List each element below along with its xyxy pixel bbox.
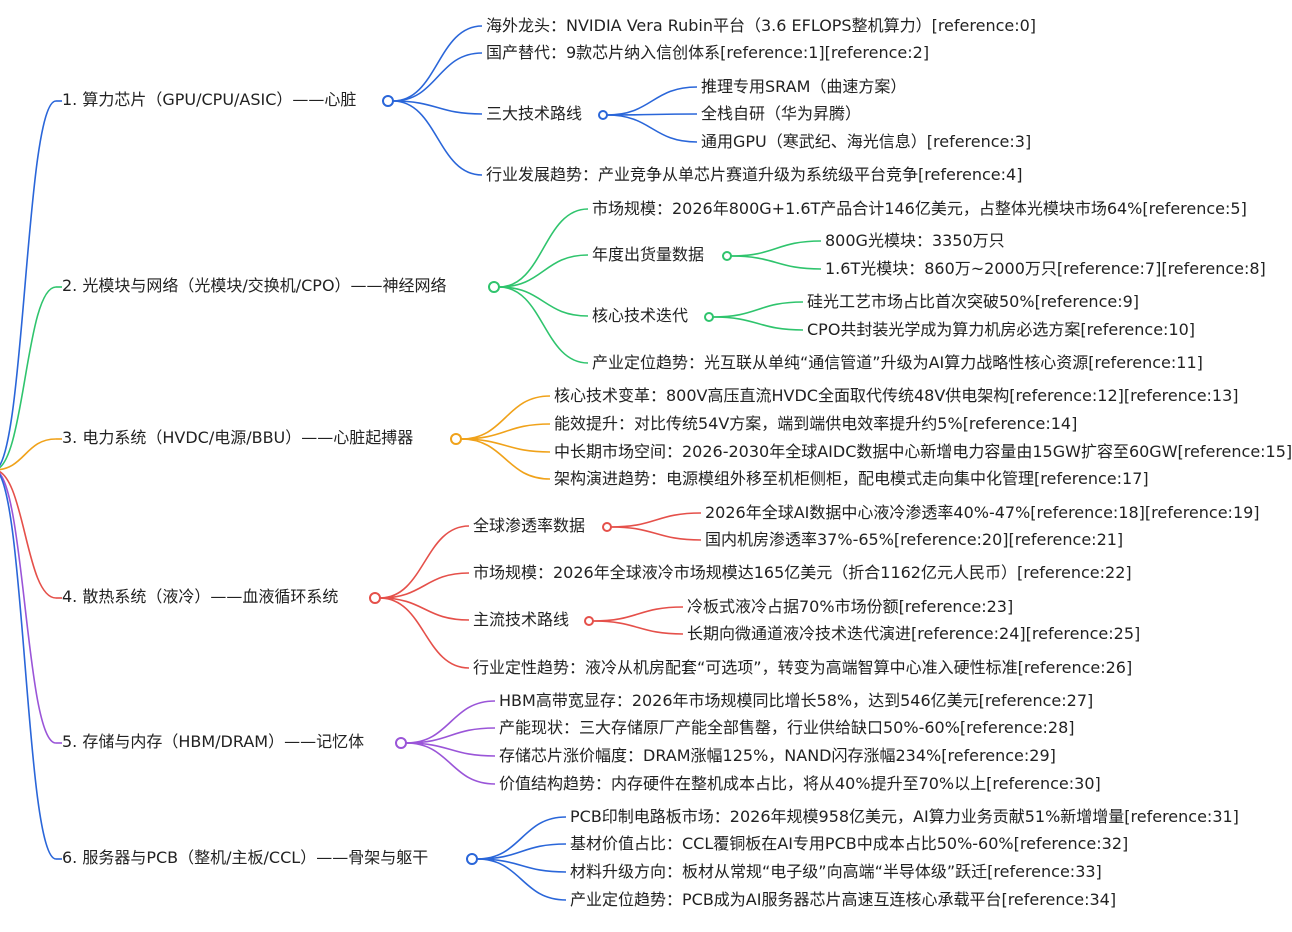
branch-2-sub-2[interactable]: 1.6T光模块：860万~2000万只[reference:7][referen…	[825, 259, 1266, 278]
branch-4-item-2[interactable]: 市场规模：2026年全球液冷市场规模达165亿美元（折合1162亿元人民币）[r…	[473, 563, 1132, 582]
b5-link-1	[405, 700, 496, 744]
branch-3-item-1[interactable]: 核心技术变革：800V高压直流HVDC全面取代传统48V供电架构[referen…	[554, 386, 1239, 405]
b3-link-4	[460, 438, 551, 480]
branch-2-label[interactable]: 2. 光模块与网络（光模块/交换机/CPO）——神经网络	[62, 276, 447, 295]
branch-6-label[interactable]: 6. 服务器与PCB（整机/主板/CCL）——骨架与躯干	[62, 848, 429, 867]
branch-4-item-1-collapse-dot[interactable]	[602, 522, 612, 532]
branch-3-item-4[interactable]: 架构演进趋势：电源模组外移至机柜侧柜，配电模式走向集中化管理[reference…	[554, 469, 1149, 488]
b4-sub-link-2	[610, 526, 702, 541]
branch-1-sub-1[interactable]: 推理专用SRAM（曲速方案）	[701, 77, 907, 96]
b2-link-4	[498, 286, 589, 364]
branch-1-collapse-dot[interactable]	[382, 95, 394, 107]
branch-2-collapse-dot[interactable]	[488, 281, 500, 293]
b1-sub-link-3	[606, 114, 698, 143]
root-to-branch-4	[0, 470, 57, 599]
branch-1-item-4[interactable]: 行业发展趋势：产业竞争从单芯片赛道升级为系统级平台竞争[reference:4]	[486, 165, 1023, 184]
branch-5-collapse-dot[interactable]	[395, 737, 407, 749]
branch-1-item-2[interactable]: 国产替代：9款芯片纳入信创体系[reference:1][reference:2…	[486, 43, 930, 62]
branch-6-item-1[interactable]: PCB印制电路板市场：2026年规模958亿美元，AI算力业务贡献51%新增增量…	[570, 807, 1239, 826]
b4-sub-link-1	[610, 512, 702, 528]
b4-sub-link-4	[592, 620, 684, 635]
root-to-branch-2	[0, 286, 57, 469]
b1-sub-link-1	[606, 86, 698, 116]
branch-3-item-3[interactable]: 中长期市场空间：2026-2030年全球AIDC数据中心新增电力容量由15GW扩…	[554, 442, 1292, 461]
branch-1-item-3-collapse-dot[interactable]	[598, 110, 608, 120]
b2-link-3	[498, 286, 589, 317]
mind-map: 1. 算力芯片（GPU/CPU/ASIC）——心脏 海外龙头：NVIDIA Ve…	[0, 16, 1292, 909]
root-to-branch-6	[0, 474, 57, 860]
b2-link-2	[498, 254, 589, 288]
branch-3-label[interactable]: 3. 电力系统（HVDC/电源/BBU）——心脏起搏器	[62, 428, 414, 447]
b6-link-2	[476, 843, 567, 860]
b4-link-1	[379, 525, 470, 599]
b6-link-4	[476, 858, 567, 901]
branch-4-collapse-dot[interactable]	[369, 592, 381, 604]
b1-link-1	[392, 25, 483, 102]
b1-link-2	[392, 52, 483, 102]
b2-sub-link-2	[730, 255, 822, 270]
branch-2-item-3[interactable]: 核心技术迭代	[592, 306, 689, 325]
branch-5-item-2[interactable]: 产能现状：三大存储原厂产能全部售罄，行业供给缺口50%-60%[referenc…	[499, 718, 1075, 737]
branch-4-sub-3[interactable]: 冷板式液冷占据70%市场份额[reference:23]	[687, 597, 1014, 616]
branch-1-item-3[interactable]: 三大技术路线	[486, 104, 583, 123]
branch-1-sub-3[interactable]: 通用GPU（寒武纪、海光信息）[reference:3]	[701, 132, 1032, 151]
branch-4-sub-1[interactable]: 2026年全球AI数据中心液冷渗透率40%-47%[reference:18][…	[705, 503, 1260, 522]
branch-4-item-3[interactable]: 主流技术路线	[473, 610, 570, 629]
branch-1-sub-2[interactable]: 全栈自研（华为昇腾）	[701, 104, 862, 123]
b4-link-4	[379, 597, 470, 669]
root-to-branch-3	[0, 438, 57, 471]
b4-sub-link-3	[592, 606, 684, 622]
branch-4-label[interactable]: 4. 散热系统（液冷）——血液循环系统	[62, 587, 339, 606]
branch-4-sub-2[interactable]: 国内机房渗透率37%-65%[reference:20][reference:2…	[705, 530, 1124, 549]
b2-link-1	[498, 208, 589, 288]
root-to-branch-5	[0, 472, 57, 744]
b2-sub-link-1	[730, 240, 822, 257]
branch-5-item-1[interactable]: HBM高带宽显存：2026年市场规模同比增长58%，达到546亿美元[refer…	[499, 691, 1094, 710]
b1-link-4	[392, 100, 483, 176]
branch-6-item-3[interactable]: 材料升级方向：板材从常规“电子级”向高端“半导体级”跃迁[reference:3…	[570, 862, 1102, 881]
connector-lines	[0, 25, 822, 901]
b2-sub-link-3	[712, 301, 804, 318]
branch-2-sub-4[interactable]: CPO共封装光学成为算力机房必选方案[reference:10]	[807, 320, 1196, 339]
branch-2-sub-1[interactable]: 800G光模块：3350万只	[825, 231, 1005, 250]
branch-5-item-3[interactable]: 存储芯片涨价幅度：DRAM涨幅125%，NAND闪存涨幅234%[referen…	[499, 746, 1056, 765]
branch-1-label[interactable]: 1. 算力芯片（GPU/CPU/ASIC）——心脏	[62, 90, 357, 109]
b4-link-2	[379, 572, 470, 599]
b6-link-1	[476, 816, 567, 860]
branch-1-item-1[interactable]: 海外龙头：NVIDIA Vera Rubin平台（3.6 EFLOPS整机算力）…	[486, 16, 1037, 35]
b1-link-3	[392, 100, 483, 115]
root-to-branch-1	[0, 100, 57, 467]
branch-2-item-2-collapse-dot[interactable]	[722, 251, 732, 261]
branch-2-item-4[interactable]: 产业定位趋势：光互联从单纯“通信管道”升级为AI算力战略性核心资源[refere…	[592, 353, 1203, 372]
branch-6-collapse-dot[interactable]	[466, 853, 478, 865]
b5-link-3	[405, 742, 496, 757]
branch-5-item-4[interactable]: 价值结构趋势：内存硬件在整机成本占比，将从40%提升至70%以上[referen…	[499, 774, 1101, 793]
branch-3-item-2[interactable]: 能效提升：对比传统54V方案，端到端供电效率提升约5%[reference:14…	[554, 414, 1078, 433]
b4-link-3	[379, 597, 470, 621]
b3-link-2	[460, 423, 551, 440]
branch-6-item-4[interactable]: 产业定位趋势：PCB成为AI服务器芯片高速互连核心承载平台[reference:…	[570, 890, 1117, 909]
branch-4-sub-4[interactable]: 长期向微通道液冷技术迭代演进[reference:24][reference:2…	[687, 624, 1141, 643]
branch-6-item-2[interactable]: 基材价值占比：CCL覆铜板在AI专用PCB中成本占比50%-60%[refere…	[570, 834, 1129, 853]
branch-5-label[interactable]: 5. 存储与内存（HBM/DRAM）——记忆体	[62, 732, 365, 751]
b5-link-2	[405, 727, 496, 744]
b6-link-3	[476, 858, 567, 873]
branch-3-collapse-dot[interactable]	[450, 433, 462, 445]
b3-link-1	[460, 395, 551, 440]
b5-link-4	[405, 742, 496, 785]
branch-2-item-2[interactable]: 年度出货量数据	[592, 245, 705, 264]
branch-4-item-1[interactable]: 全球渗透率数据	[473, 516, 586, 535]
branch-2-item-3-collapse-dot[interactable]	[704, 312, 714, 322]
branch-2-item-1[interactable]: 市场规模：2026年800G+1.6T产品合计146亿美元，占整体光模块市场64…	[592, 199, 1247, 218]
branch-4-item-4[interactable]: 行业定性趋势：液冷从机房配套“可选项”，转变为高端智算中心准入硬性标准[refe…	[473, 658, 1133, 677]
branch-4-item-3-collapse-dot[interactable]	[584, 616, 594, 626]
b2-sub-link-4	[712, 316, 804, 331]
branch-2-sub-3[interactable]: 硅光工艺市场占比首次突破50%[reference:9]	[807, 292, 1140, 311]
